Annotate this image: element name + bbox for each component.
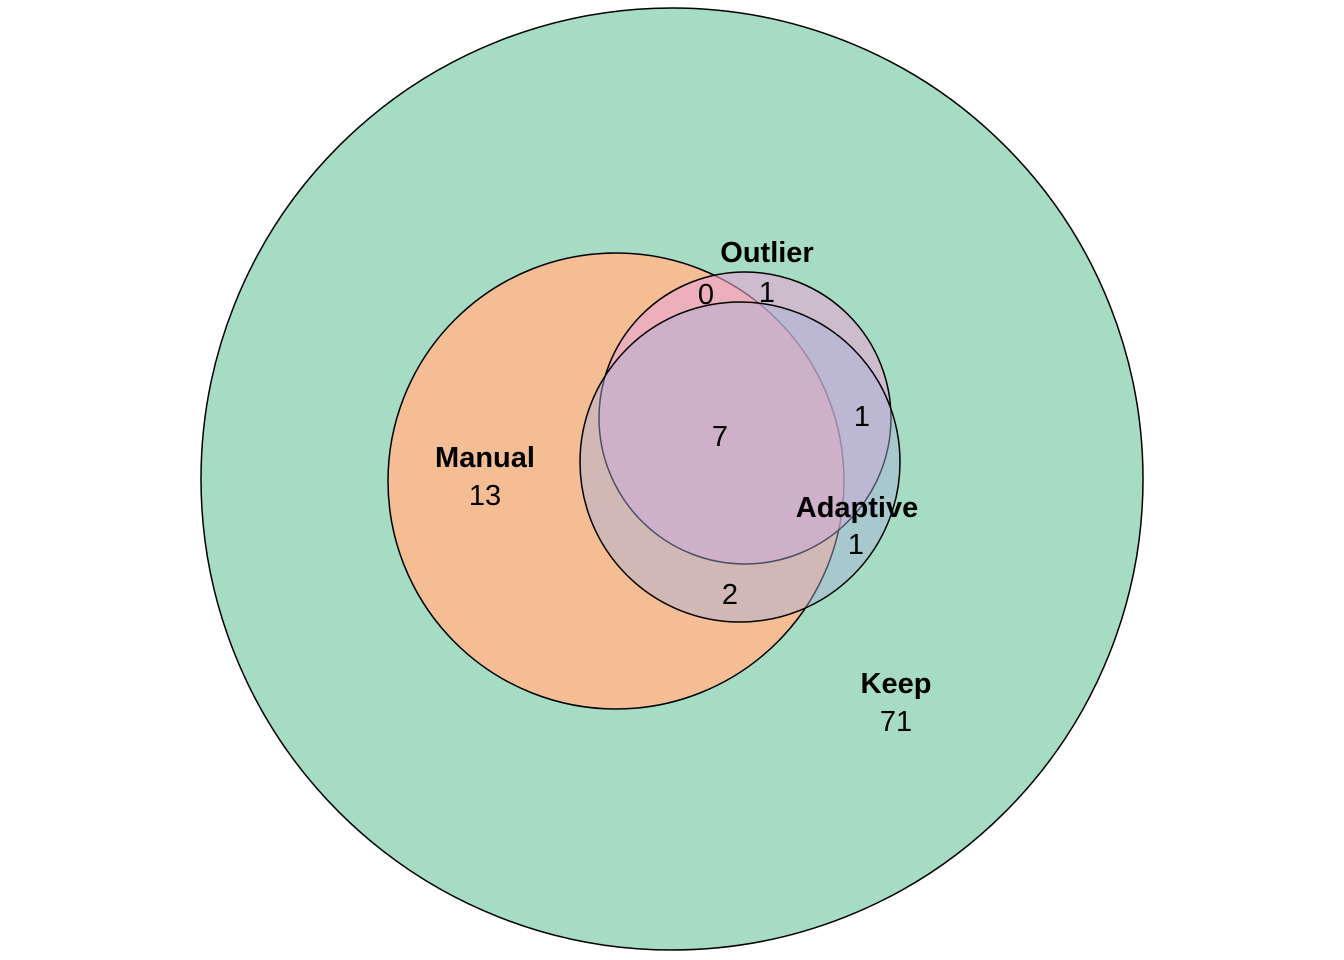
outlier-circle bbox=[598, 271, 892, 565]
adaptive-label: Adaptive bbox=[796, 492, 918, 524]
manual-outlier-count: 0 bbox=[698, 279, 714, 311]
manual-adaptive-count: 2 bbox=[722, 579, 738, 611]
manual-label: Manual bbox=[435, 442, 535, 474]
outlier-adaptive-count: 1 bbox=[854, 401, 870, 433]
keep-only-count: 71 bbox=[880, 706, 912, 738]
outlier-only-count: 1 bbox=[759, 277, 775, 309]
manual-only-count: 13 bbox=[469, 480, 501, 512]
adaptive-circle bbox=[579, 301, 901, 623]
keep-label: Keep bbox=[861, 668, 932, 700]
outlier-label: Outlier bbox=[720, 237, 813, 269]
all-three-count: 7 bbox=[712, 421, 728, 453]
adaptive-only-count: 1 bbox=[848, 529, 864, 561]
